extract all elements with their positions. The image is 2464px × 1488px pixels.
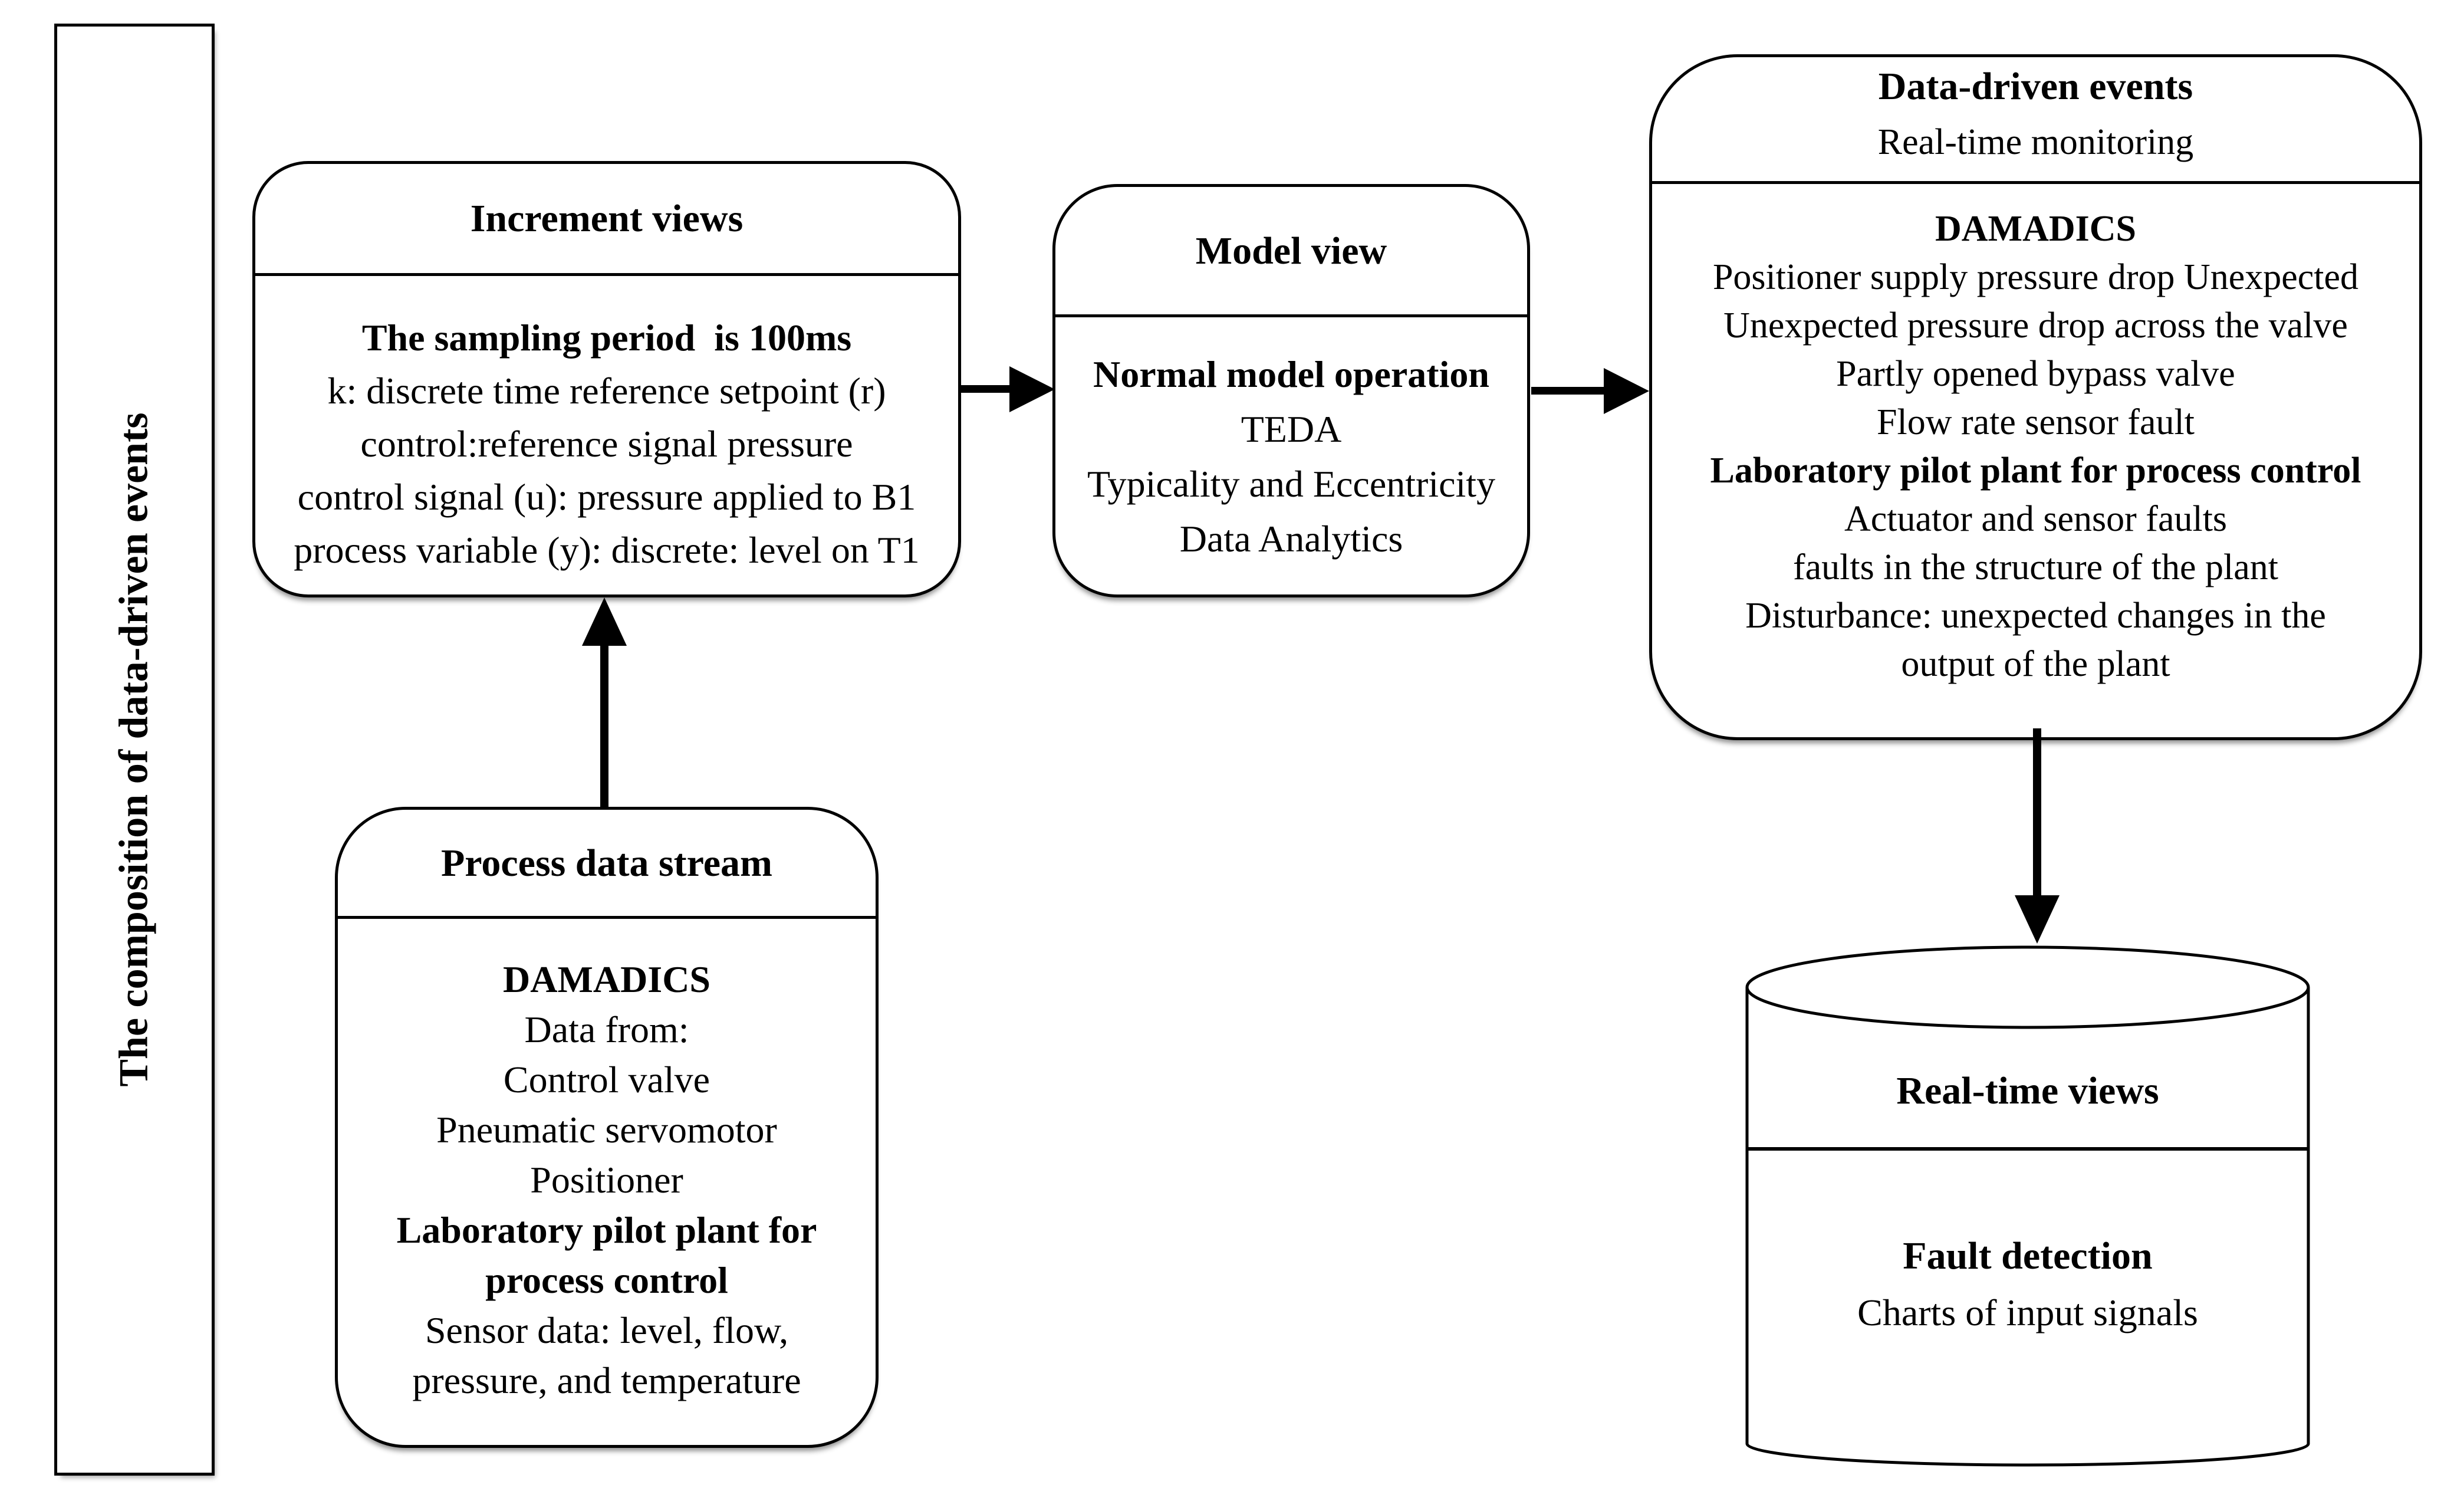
body-line: Positioner [530, 1159, 683, 1201]
arrow-events-to-realtime-line [2033, 728, 2041, 896]
arrow-right-icon [1009, 366, 1055, 412]
composition-banner: The composition of data-driven events [54, 24, 215, 1476]
node-title: Data-driven events [1878, 65, 2193, 108]
body-line: Unexpected pressure drop across the valv… [1723, 306, 2348, 346]
arrow-process-to-increment-line [600, 643, 608, 807]
body-line: process control [485, 1259, 728, 1301]
body-line: Typicality and Eccentricity [1087, 463, 1496, 505]
node-data-driven-events-body: DAMADICS Positioner supply pressure drop… [1652, 184, 2419, 688]
node-title: Model view [1195, 229, 1387, 272]
node-data-driven-events: Data-driven events Real-time monitoring … [1649, 54, 2422, 740]
body-line: TEDA [1241, 408, 1342, 450]
body-line: Charts of input signals [1857, 1292, 2198, 1333]
body-line: Control valve [503, 1059, 710, 1101]
node-increment-views-body: The sampling period is 100ms k: discrete… [255, 276, 958, 577]
body-line: DAMADICS [503, 958, 710, 1000]
composition-banner-label: The composition of data-driven events [111, 412, 157, 1087]
node-model-view-body: Normal model operation TEDA Typicality a… [1055, 317, 1527, 566]
node-increment-views-header: Increment views [255, 164, 958, 276]
node-model-view: Model view Normal model operation TEDA T… [1052, 184, 1530, 597]
node-data-driven-events-header: Data-driven events Real-time monitoring [1652, 57, 2419, 184]
body-line: output of the plant [1901, 644, 2170, 684]
arrow-increment-to-model-line [961, 385, 1017, 393]
arrow-down-icon [2015, 895, 2060, 944]
body-line: DAMADICS [1935, 209, 2136, 249]
body-line: faults in the structure of the plant [1793, 547, 2278, 587]
body-line: Laboratory pilot plant for [396, 1209, 817, 1251]
node-title: Increment views [470, 197, 744, 240]
node-process-data-stream-header: Process data stream [338, 810, 876, 919]
node-model-view-header: Model view [1055, 187, 1527, 317]
arrow-right-icon [1604, 368, 1649, 414]
body-line: Actuator and sensor faults [1844, 499, 2228, 539]
node-real-time-views-title: Real-time views [1896, 1069, 2159, 1112]
database-cylinder-shape [1745, 945, 2310, 1467]
body-line: k: discrete time reference setpoint (r) [327, 370, 886, 412]
body-line: Normal model operation [1093, 353, 1489, 395]
body-line: pressure, and temperature [412, 1359, 801, 1401]
node-process-data-stream: Process data stream DAMADICS Data from: … [335, 807, 879, 1448]
arrow-up-icon [582, 597, 627, 646]
body-line: Sensor data: level, flow, [425, 1309, 789, 1351]
body-line: Data Analytics [1179, 518, 1403, 560]
arrow-model-to-events-line [1531, 387, 1608, 395]
body-line: The sampling period is 100ms [361, 317, 852, 359]
body-line: Data from: [524, 1009, 689, 1050]
body-line: Disturbance: unexpected changes in the [1745, 596, 2326, 636]
node-process-data-stream-body: DAMADICS Data from: Control valve Pneuma… [338, 919, 876, 1405]
body-line: Flow rate sensor fault [1877, 402, 2195, 442]
body-line: Laboratory pilot plant for process contr… [1710, 451, 2361, 491]
node-increment-views: Increment views The sampling period is 1… [252, 161, 961, 597]
body-line: control signal (u): pressure applied to … [297, 476, 916, 518]
body-line: Pneumatic servomotor [436, 1109, 777, 1151]
node-subtitle: Real-time monitoring [1877, 122, 2194, 162]
body-line: process variable (y): discrete: level on… [294, 529, 920, 571]
body-line: Positioner supply pressure drop Unexpect… [1712, 257, 2359, 297]
body-line: control:reference signal pressure [360, 423, 853, 465]
body-line: Partly opened bypass valve [1836, 354, 2235, 394]
node-title: Process data stream [440, 841, 773, 885]
body-line: Fault detection [1903, 1234, 2153, 1277]
